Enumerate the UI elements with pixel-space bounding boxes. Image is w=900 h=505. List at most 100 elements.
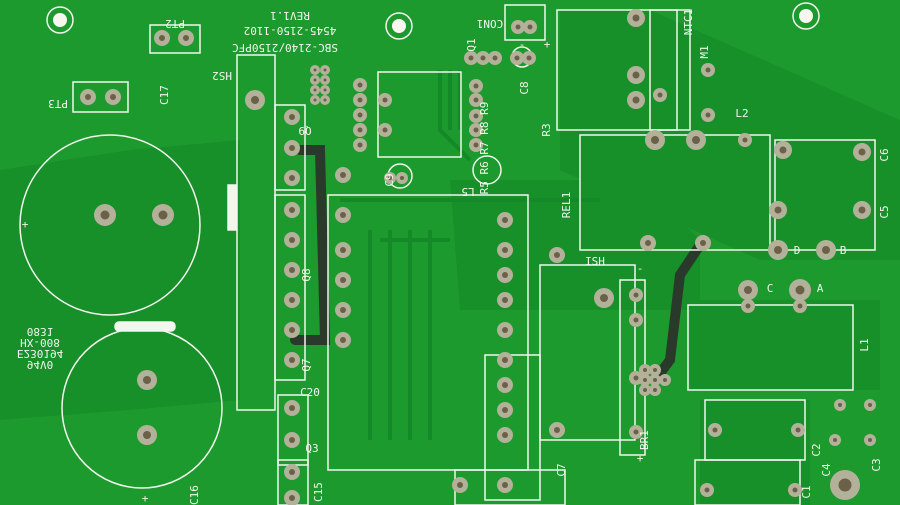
drill-hole (473, 127, 479, 133)
drill-hole (289, 327, 295, 333)
component-outline (556, 9, 678, 131)
drill-hole (289, 405, 295, 411)
drill-hole (704, 487, 710, 493)
mounting-hole (53, 13, 67, 27)
ul-marking-line: 94V0 (27, 358, 54, 371)
silkscreen-label: L2 (735, 107, 748, 120)
drill-hole (653, 388, 657, 392)
drill-hole (744, 286, 752, 294)
drill-hole (502, 382, 508, 388)
drill-hole (289, 267, 295, 273)
silkscreen-label: C2 (810, 443, 823, 456)
drill-hole (554, 427, 560, 433)
drill-hole (705, 112, 711, 118)
silkscreen-label: C17 (158, 85, 171, 105)
drill-hole (340, 247, 346, 253)
title-block-line: SBC-2140/2150PFC (232, 41, 338, 54)
capacitor-outline (19, 134, 201, 316)
drill-hole (657, 92, 663, 98)
silkscreen-label: M1 (698, 45, 711, 58)
drill-hole (85, 94, 91, 100)
drill-hole (502, 327, 508, 333)
silkscreen-label: PT3 (48, 97, 68, 110)
drill-hole (795, 285, 805, 295)
mounting-hole-ring (46, 6, 74, 34)
drill-hole (633, 292, 639, 298)
drill-hole (514, 55, 520, 61)
drill-hole (473, 113, 479, 119)
silkscreen-label: REL1 (560, 192, 573, 219)
mounting-hole-ring (792, 2, 820, 30)
drill-hole (289, 495, 295, 501)
drill-hole (143, 431, 151, 439)
drill-hole (382, 97, 388, 103)
drill-hole (833, 438, 837, 442)
drill-hole (858, 206, 866, 214)
copper-pours (0, 10, 900, 505)
drill-hole (480, 55, 486, 61)
drill-hole (632, 71, 640, 79)
silkscreen-label: C15 (312, 482, 325, 502)
silkscreen-label: C8 (518, 81, 531, 94)
drill-hole (868, 438, 872, 442)
drill-hole (700, 240, 706, 246)
silkscreen-label: C9 (383, 173, 396, 186)
drill-hole (779, 146, 787, 154)
ul-marking-line: HX-008 (20, 336, 60, 349)
silkscreen-label: C1 (800, 485, 813, 498)
drill-hole (340, 307, 346, 313)
silkscreen-label: C20 (300, 386, 320, 399)
drill-hole (100, 210, 110, 220)
drill-hole (457, 482, 463, 488)
title-block-line: 4545-2150-1102 (244, 24, 337, 37)
drill-hole (502, 217, 508, 223)
drill-hole (502, 272, 508, 278)
drill-hole (357, 127, 363, 133)
silkscreen-label: + (544, 38, 551, 51)
silkscreen-label: HS2 (212, 69, 232, 82)
component-outline (649, 9, 691, 131)
heatsink-traces (290, 145, 705, 385)
component-outline (72, 81, 129, 113)
drill-hole (797, 303, 803, 309)
silkscreen-label: L5 (461, 185, 474, 198)
drill-hole (742, 137, 748, 143)
drill-hole (313, 68, 317, 72)
drill-hole (712, 427, 718, 433)
silkscreen-label: PT2 (165, 17, 185, 30)
drill-hole (527, 24, 533, 30)
capacitor-band (114, 321, 176, 332)
drill-hole (502, 432, 508, 438)
drill-hole (313, 78, 317, 82)
ul-marking-line: E230194 (17, 347, 64, 360)
silkscreen-label: L1 (858, 338, 871, 351)
drill-hole (492, 55, 498, 61)
silkscreen-label: R5 R6 R7 R8 R9 (478, 102, 491, 195)
silkscreen-label: + (22, 218, 29, 231)
drill-hole (795, 427, 801, 433)
drill-hole (502, 407, 508, 413)
drill-hole (600, 294, 608, 302)
drill-hole (357, 97, 363, 103)
component-outline (579, 134, 771, 251)
capacitor-outline (472, 155, 502, 185)
title-block-line: REV1.1 (270, 9, 310, 22)
ul-marking-line: 0831 (27, 325, 54, 338)
drill-hole (289, 437, 295, 443)
drill-hole (289, 357, 295, 363)
traces (340, 70, 600, 440)
drill-hole (653, 368, 657, 372)
drill-hole (502, 482, 508, 488)
drill-hole (183, 35, 189, 41)
drill-hole (473, 142, 479, 148)
drill-hole (643, 368, 647, 372)
drill-hole (357, 82, 363, 88)
drill-hole (633, 375, 639, 381)
silkscreen-label: C (767, 282, 774, 295)
drill-hole (340, 172, 346, 178)
drill-hole (838, 403, 842, 407)
drill-hole (158, 210, 168, 220)
component-outline (274, 104, 306, 191)
